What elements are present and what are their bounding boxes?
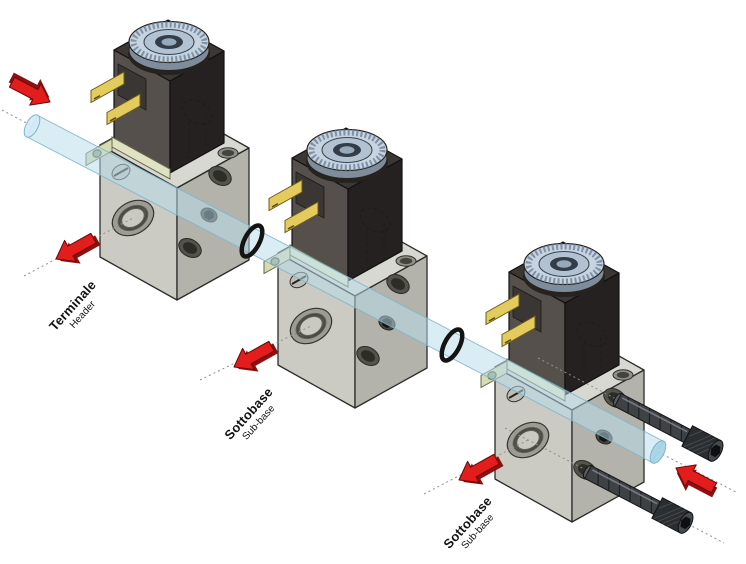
flow-arrow-inlet-right	[668, 456, 723, 504]
tube-end-right	[649, 440, 667, 464]
guide-line-screw-lower-ext	[687, 523, 725, 544]
flow-arrow-port-2	[227, 333, 283, 382]
guide-line-tube-start	[1, 109, 33, 127]
o-ring-2	[439, 327, 465, 363]
flow-arrow-inlet-top	[3, 66, 58, 114]
flow-arrow-port-1	[49, 225, 105, 274]
guide-line-screw-lower	[504, 427, 589, 472]
guide-line-screw-upper	[537, 357, 619, 401]
o-ring-1	[239, 223, 265, 259]
tube-end-left	[23, 114, 41, 138]
